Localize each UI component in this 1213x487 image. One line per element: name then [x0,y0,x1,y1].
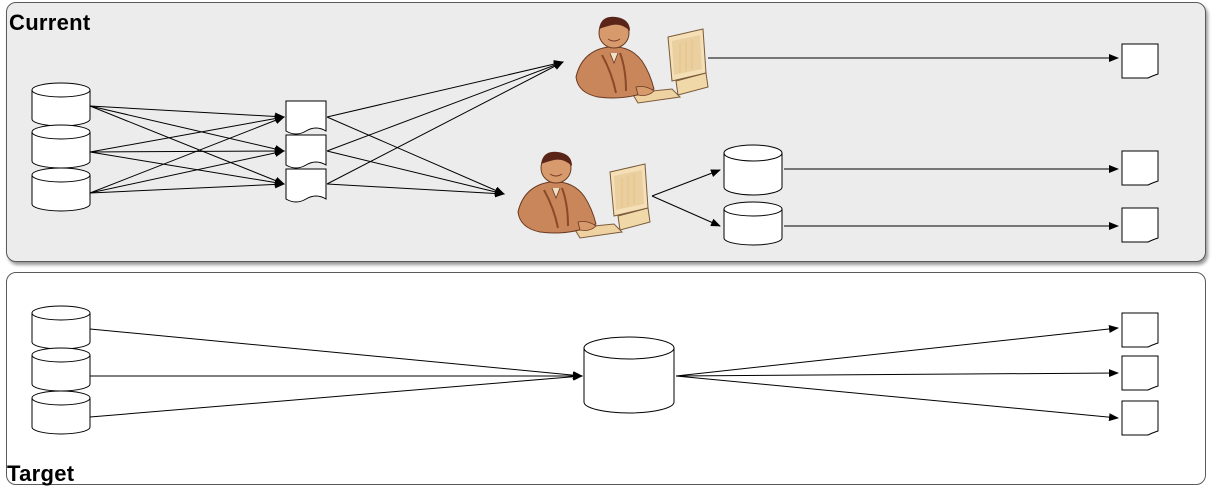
target-source-databases [31,305,91,435]
analyst-at-computer-icon [575,15,709,104]
report-document-icon [1121,207,1159,243]
report-document-icon [1121,400,1159,436]
central-database-icon [583,348,675,414]
database-icon [723,201,783,246]
current-source-databases [31,82,91,212]
extract-document-icon [285,100,327,135]
report-document-icon [1121,43,1159,79]
analyst-bottom [517,150,651,239]
report-document-icon [1121,150,1159,186]
report-document-icon [1121,312,1159,348]
current-source-to-extract-arrows [89,105,285,194]
database-icon [31,390,91,435]
analyst-to-database-arrow [651,195,721,227]
database-icon [31,347,91,392]
extract-document-icon [285,168,327,203]
current-extract-documents [285,100,327,203]
current-extract-to-analyst-arrows [326,60,564,198]
database-icon [723,144,783,196]
extract-document-icon [285,134,327,169]
report-document-icon [1121,355,1159,391]
database-icon [31,82,91,127]
database-icon [31,305,91,350]
database-icon [31,124,91,169]
analyst-top [575,15,709,104]
target-panel-title: Target [7,461,75,486]
analyst-to-database-arrow [651,169,721,197]
target-source-to-warehouse-arrows [89,328,583,418]
target-central-database [583,336,675,414]
current-panel-title: Current [9,10,91,35]
target-warehouse-to-report-arrows [675,324,1119,422]
database-icon [31,167,91,212]
analyst-at-computer-icon [517,150,651,239]
